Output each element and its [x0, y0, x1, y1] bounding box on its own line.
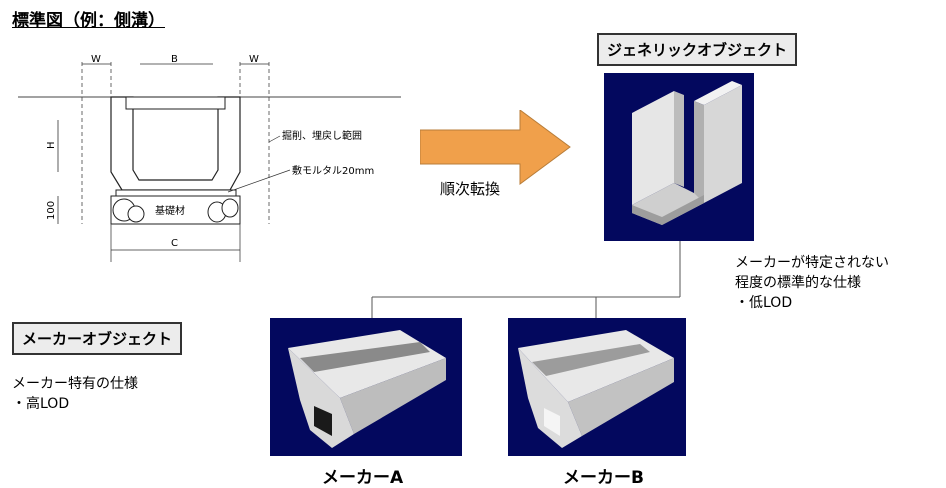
label-c: C	[171, 238, 178, 249]
arrow-label: 順次転換	[440, 180, 501, 198]
maker-desc-line1: メーカー特有の仕様	[12, 376, 138, 392]
label-b: B	[171, 54, 178, 65]
generic-object-label: ジェネリックオブジェクト	[597, 33, 798, 66]
label-mortar: 敷モルタル20mm	[292, 164, 374, 177]
generic-object-description: メーカーが特定されない 程度の標準的な仕様 ・低LOD	[735, 253, 889, 313]
label-excavation-range: 掘削、埋戻し範囲	[282, 129, 362, 142]
generic-desc-line3: ・低LOD	[735, 295, 793, 311]
label-base-material: 基礎材	[155, 204, 185, 217]
standard-cross-section-drawing: W B W 基礎材 H 100 C 掘削、埋戻し範囲 敷モルタル20mm	[18, 54, 401, 262]
maker-a-caption: メーカーA	[322, 468, 404, 488]
label-w-left: W	[91, 54, 101, 65]
maker-a-image	[270, 318, 462, 456]
generic-object-image	[604, 73, 754, 241]
standard-drawing-title: 標準図（例：側溝）	[12, 11, 165, 31]
maker-desc-line2: ・高LOD	[12, 396, 70, 412]
maker-b-image	[508, 318, 686, 456]
label-h: H	[46, 141, 57, 149]
generic-desc-line1: メーカーが特定されない	[735, 255, 889, 271]
maker-object-description: メーカー特有の仕様 ・高LOD	[12, 374, 138, 414]
conversion-arrow	[420, 110, 571, 185]
label-w-right: W	[249, 54, 259, 65]
maker-b-caption: メーカーB	[563, 468, 644, 488]
generic-desc-line2: 程度の標準的な仕様	[735, 275, 861, 291]
label-depth-100: 100	[46, 201, 57, 220]
maker-object-label: メーカーオブジェクト	[12, 322, 183, 355]
